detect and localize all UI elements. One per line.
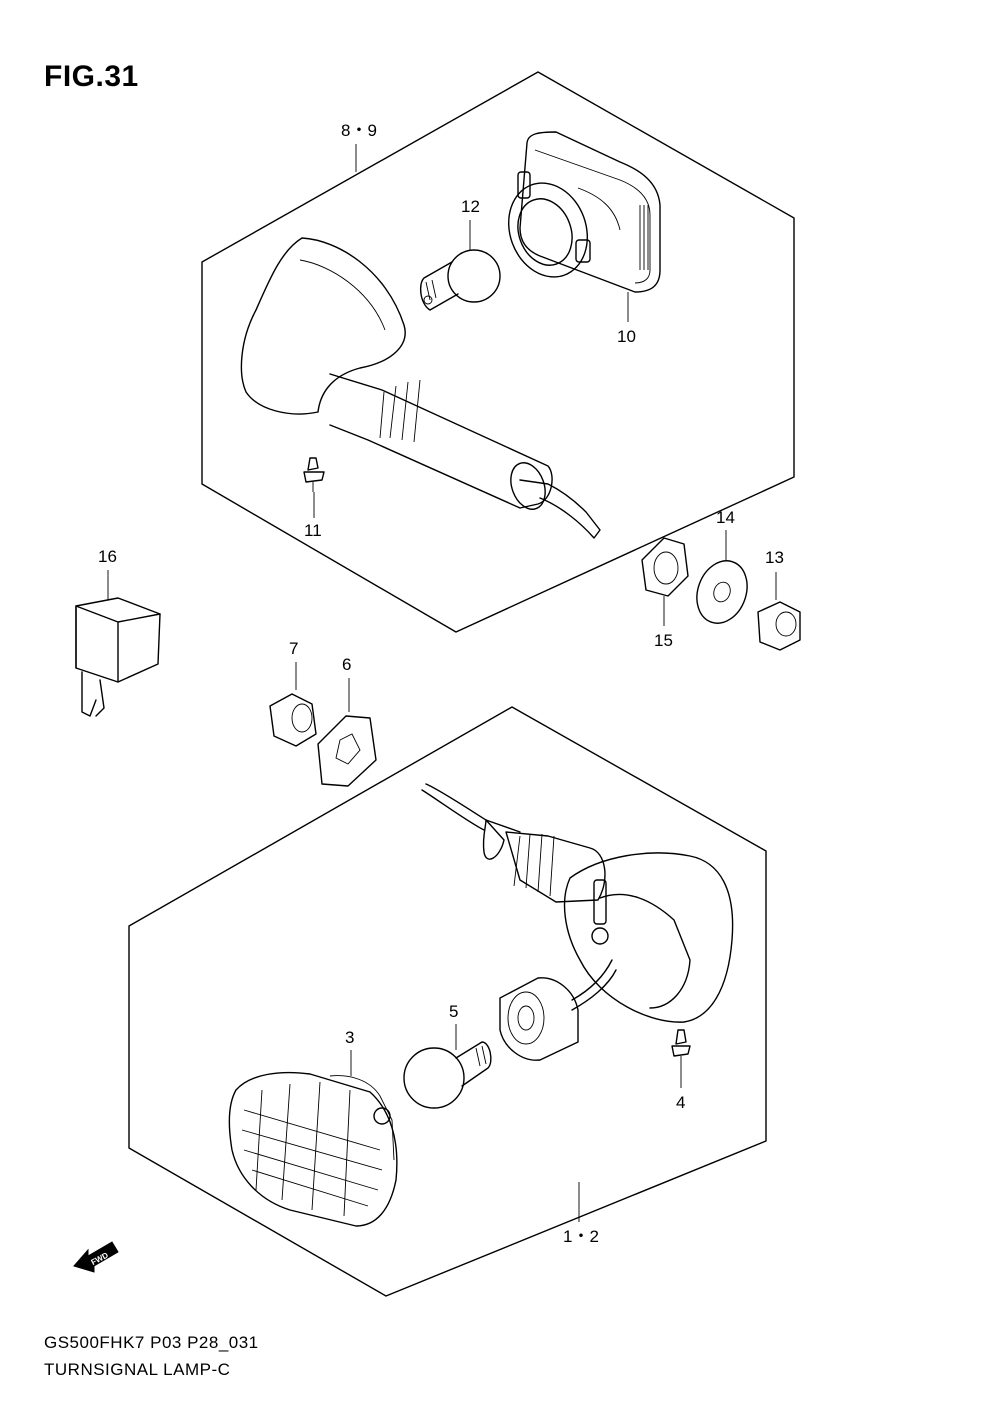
model-code: GS500FHK7 P03 P28_031 xyxy=(44,1333,259,1352)
figure-name: TURNSIGNAL LAMP-C xyxy=(44,1360,231,1379)
fwd-arrow-icon: FWD xyxy=(73,1241,119,1273)
nut-part-6: 6 xyxy=(317,655,377,787)
screw-part-4: 4 xyxy=(671,1029,691,1112)
screw-part-11: 11 xyxy=(303,457,325,540)
callout-label-1-2: 1・2 xyxy=(563,1227,599,1246)
upper-lens-part-10 xyxy=(507,131,661,293)
callout-label-5: 5 xyxy=(449,1002,458,1021)
nut-part-15: 15 xyxy=(641,537,689,650)
lower-bulb-part-5: 5 xyxy=(403,1002,492,1109)
upper-bulb-part-12 xyxy=(419,249,501,311)
callout-label-16: 16 xyxy=(98,547,117,566)
callout-label-15: 15 xyxy=(654,631,673,650)
lower-lens-part-3: 3 xyxy=(228,1028,398,1227)
figure-title: FIG.31 xyxy=(44,60,139,93)
upper-assembly-frame xyxy=(201,71,795,633)
callout-10: 10 xyxy=(617,292,636,346)
callout-label-14: 14 xyxy=(716,508,735,527)
callout-label-3: 3 xyxy=(345,1028,354,1047)
callout-label-6: 6 xyxy=(342,655,351,674)
nut-part-13: 13 xyxy=(757,548,801,651)
callout-label-4: 4 xyxy=(676,1093,685,1112)
callout-label-12: 12 xyxy=(461,197,480,216)
callout-label-7: 7 xyxy=(289,639,298,658)
callout-label-10: 10 xyxy=(617,327,636,346)
callout-12: 12 xyxy=(461,197,480,250)
lower-assembly-frame xyxy=(128,706,767,1297)
callout-1-2: 1・2 xyxy=(563,1182,599,1246)
callout-label-8-9: 8・9 xyxy=(341,121,377,140)
lower-housing-body xyxy=(421,783,734,1023)
nut-part-7: 7 xyxy=(269,639,317,747)
callout-label-13: 13 xyxy=(765,548,784,567)
relay-part-16: 16 xyxy=(75,547,161,717)
callout-8-9: 8・9 xyxy=(341,121,377,172)
upper-housing-body xyxy=(240,237,601,539)
washer-part-14: 14 xyxy=(696,508,748,624)
callout-label-11: 11 xyxy=(304,521,322,540)
lower-socket xyxy=(499,959,617,1061)
